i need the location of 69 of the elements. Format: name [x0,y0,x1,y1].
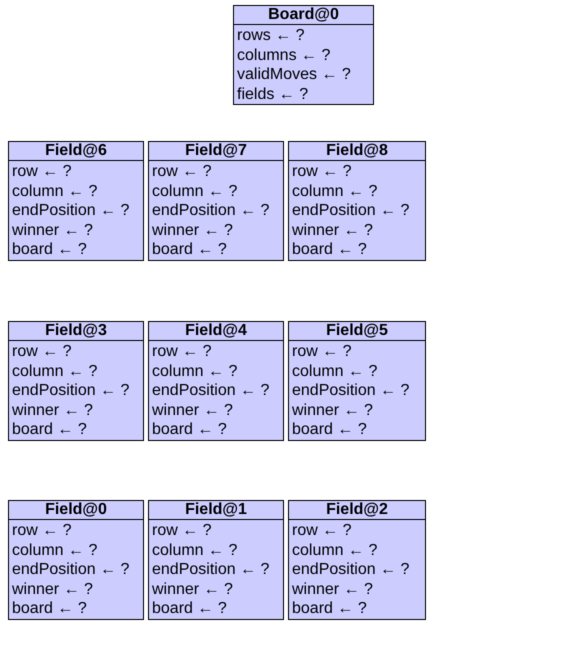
attribute-text: column ← ? [11,540,98,560]
class-box [148,141,284,260]
attribute-text: winner ← ? [151,400,233,420]
attribute-text: board ← ? [11,599,87,618]
attribute-text: board ← ? [151,240,227,260]
attribute-text: board ← ? [291,420,367,440]
attribute-text: endPosition ← ? [11,381,130,400]
attribute-text: endPosition ← ? [151,381,270,400]
attribute-text: endPosition ← ? [11,560,130,580]
attribute-text: winner ← ? [11,220,93,240]
attribute-text: board ← ? [11,420,87,440]
attribute-text: column ← ? [11,182,98,201]
class-box [233,5,374,105]
attribute-text: validMoves ← ? [236,65,351,84]
attribute-text: row ← ? [291,521,352,540]
attribute-text: column ← ? [291,182,378,201]
attribute-text: winner ← ? [291,400,373,420]
class-box [8,321,144,440]
attribute-text: board ← ? [291,599,367,618]
attribute-text: row ← ? [11,162,72,182]
class-title: Field@0 [9,501,143,520]
class-box [148,321,284,440]
attribute-text: winner ← ? [291,580,373,599]
attribute-text: column ← ? [291,362,378,381]
class-box [148,500,284,620]
attribute-text: board ← ? [151,599,227,618]
attribute-text: row ← ? [151,162,212,182]
class-title: Field@6 [9,142,143,161]
attribute-text: column ← ? [151,362,238,381]
attribute-text: row ← ? [291,162,352,182]
attribute-text: winner ← ? [11,400,93,420]
class-box [288,500,426,620]
attribute-text: column ← ? [11,362,98,381]
class-title: Field@7 [149,142,283,161]
class-box [288,321,426,440]
attribute-text: endPosition ← ? [151,201,270,220]
attribute-text: board ← ? [11,240,87,260]
attribute-text: endPosition ← ? [11,201,130,220]
attribute-text: winner ← ? [151,580,233,599]
class-box [288,141,426,260]
attribute-text: row ← ? [291,342,352,362]
class-box [8,141,144,260]
attribute-text: row ← ? [151,521,212,540]
class-title: Field@8 [289,142,425,161]
attribute-text: columns ← ? [236,46,330,65]
class-title: Field@4 [149,322,283,341]
class-title: Field@5 [289,322,425,341]
attribute-text: column ← ? [291,540,378,560]
attribute-text: endPosition ← ? [291,381,410,400]
attribute-text: row ← ? [151,342,212,362]
class-title: Field@3 [9,322,143,341]
attribute-text: endPosition ← ? [291,560,410,580]
class-box [8,500,144,620]
class-title: Field@1 [149,501,283,520]
attribute-text: rows ← ? [236,26,305,46]
attribute-text: column ← ? [151,540,238,560]
attribute-text: row ← ? [11,342,72,362]
attribute-text: row ← ? [11,521,72,540]
attribute-text: endPosition ← ? [291,201,410,220]
class-title: Board@0 [234,6,373,25]
attribute-text: winner ← ? [151,220,233,240]
class-title: Field@2 [289,501,425,520]
attribute-text: board ← ? [291,240,367,260]
attribute-text: fields ← ? [236,84,308,104]
attribute-text: board ← ? [151,420,227,440]
attribute-text: column ← ? [151,182,238,201]
attribute-text: endPosition ← ? [151,560,270,580]
attribute-text: winner ← ? [11,580,93,599]
attribute-text: winner ← ? [291,220,373,240]
